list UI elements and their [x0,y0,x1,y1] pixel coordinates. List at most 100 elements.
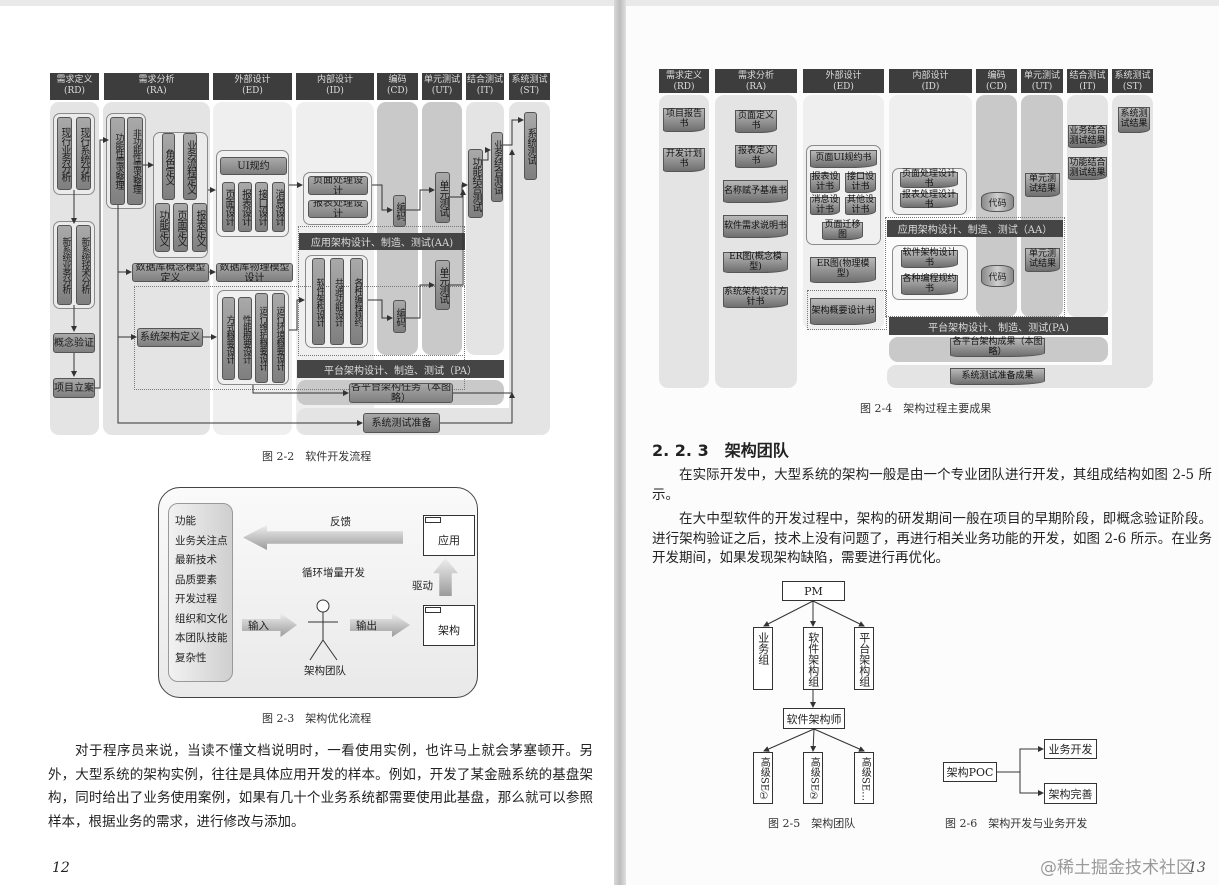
phase-abbr: (RD) [673,82,695,92]
phase-abbr: (IT) [1079,82,1096,92]
page-number-right: 13 [1188,860,1206,876]
process-step-box: 消息设计 [272,182,285,232]
drive-label: 驱动 [412,580,433,592]
phase-header: 内部设计(ID) [296,73,374,100]
document-icon: 页面定义书 [735,110,777,133]
process-step-box: 页面设计 [222,182,235,232]
process-step-box: 数据库概念模型定义 [132,263,209,282]
paragraph-1: 在实际开发中，大型系统的架构一般是由一个专业团队进行开发，其组成结构如图 2-5… [652,467,1212,503]
document-icon: 软件架构设计书 [901,248,958,268]
process-step-box: 报表处理设计 [308,200,368,218]
document-icon: ER图(物理模型) [810,257,876,283]
phase-abbr: (CD) [985,82,1008,92]
factor-list [168,503,233,682]
figure-caption: 图 2-2 软件开发流程 [262,450,372,463]
factor-item: 复杂性 [175,651,207,664]
process-step-box: 单元测试 [435,172,450,223]
page-number-left: 12 [52,860,70,876]
phase-header: 单元测试(UT) [1021,69,1063,93]
process-step-box: 功能性需求整理 [110,117,125,205]
document-icon: 架构概要设计书 [810,298,876,325]
document-icon: 开发计划书 [663,148,705,172]
document-icon: 功能结合测试结果 [1068,157,1107,180]
phase-name: 需求定义 [665,71,702,81]
phase-abbr: (ED) [833,82,854,92]
factor-item: 品质要素 [175,573,217,586]
phase-name: 需求定义 [56,75,93,85]
process-step-box: 系统架构定义 [137,328,203,347]
body-paragraph: 对于程序员来说，当读不懂文档说明时，一看使用实例，也许马上就会茅塞顿开。另外，大… [48,740,593,834]
team-group-box: 平台架构组 [854,627,874,690]
code-cylinder-icon: 代码 [981,265,1014,287]
senior-se-box: 高级SE② [803,752,823,804]
document-icon: 各平台架构成果（本图略） [950,337,1045,357]
phase-name: 编码 [987,71,1006,81]
process-step-box: 业务结合测试 [491,132,503,202]
cycle-label: 循环增量开发 [302,567,365,579]
phase-abbr: (ID) [921,82,940,92]
phase-header: 外部设计(ED) [213,73,292,100]
process-step-box: 现行系统分析 [76,117,91,190]
process-step-box: 单元测试 [435,260,450,310]
phase-name: 内部设计 [316,75,353,85]
process-step-box: 新系统业务分析 [57,225,72,305]
poc-box: 架构POC [943,762,997,782]
phase-name: 需求分析 [138,75,175,85]
document-icon: 报表定义书 [735,145,777,168]
document-icon: 接口设计书 [845,172,876,193]
phase-header: 需求分析(RA) [715,69,797,93]
architecture-improve-box: 架构完善 [1044,783,1097,804]
phase-name: 编码 [388,75,407,85]
phase-header: 单元测试(UT) [422,73,462,100]
senior-se-box: 高级SE… [854,752,874,804]
process-step-box: 系统测试 [524,112,537,180]
factor-item: 业务关注点 [175,534,228,547]
architecture-region [807,290,887,330]
document-icon: 页面UI规约书 [810,150,877,168]
aa-region [885,217,1065,317]
phase-name: 外部设计 [234,75,271,85]
process-step-box: 概念验证 [53,333,95,353]
phase-header: 需求定义(RD) [659,69,709,93]
team-label: 架构团队 [304,665,346,677]
phase-abbr: (CD) [386,86,409,96]
process-step-box: 项目立案 [53,378,95,398]
phase-abbr: (IT) [476,86,494,96]
phase-abbr: (RD) [63,86,85,96]
process-step-box: 共通功能设计 [330,258,344,345]
pm-box: PM [782,581,845,601]
document-icon: 业务结合测试结果 [1068,125,1107,148]
factor-item: 最新技术 [175,554,217,566]
pa-bar: 平台架构设计、制造、测试（PA） [297,360,504,378]
phase-header: 结合测试(IT) [1067,69,1108,93]
phase-header: 编码(CD) [976,69,1017,93]
section-body: 在实际开发中，大型系统的架构一般是由一个专业团队进行开发，其组成结构如图 2-5… [652,466,1212,569]
process-step-box: 页面处理设计 [308,176,368,195]
phase-abbr: (UT) [1031,82,1053,92]
phase-abbr: (ID) [326,86,344,96]
process-step-box: 新系统技术分析 [76,225,91,305]
phase-name: 系统测试 [1114,71,1151,81]
watermark: @稀土掘金技术社区 [1040,858,1193,878]
figure-caption: 图 2-4 架构过程主要成果 [860,402,992,415]
phase-abbr: (RA) [146,86,167,96]
team-group-box: 业务组 [753,627,773,690]
architect-box: 软件架构师 [783,708,845,729]
document-icon: 消息设计书 [810,195,840,215]
factor-item: 组织和文化 [175,612,228,625]
figure-caption: 图 2-5 架构团队 [768,817,856,830]
phase-name: 结合测试 [1069,71,1106,81]
business-dev-box: 业务开发 [1044,739,1097,759]
phase-name: 系统测试 [511,75,548,85]
document-icon: 页面处理设计书 [900,169,958,189]
aa-bar: 应用架构设计、制造、测试(AA) [299,233,465,250]
phase-abbr: (ST) [1122,82,1143,92]
phase-header: 编码(CD) [377,73,418,100]
process-step-box: 软件架构设计 [312,258,325,345]
phase-lane [1021,95,1063,317]
process-step-box: 业务流程定义 [183,133,197,200]
process-step-box: 角色定义 [162,133,175,200]
output-arrow-label: 输出 [356,620,377,632]
aa-bar: 应用架构设计、制造、测试（AA） [887,220,1063,237]
phase-abbr: (RA) [745,82,767,92]
